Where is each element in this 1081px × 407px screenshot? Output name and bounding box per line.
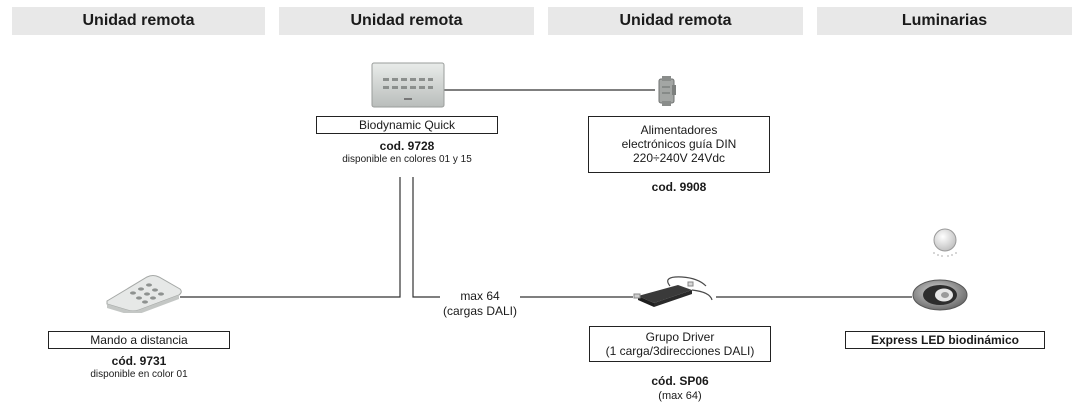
quick-note: disponible en colores 01 y 15 <box>342 154 472 165</box>
power-name-line-2: electrónicos guía DIN <box>621 137 737 151</box>
power-name-line-1: Alimentadores <box>640 123 718 137</box>
power-code: cod. 9908 <box>651 180 707 194</box>
biodynamic-quick-panel-icon <box>371 62 445 108</box>
remote-to-quick-line <box>180 177 401 298</box>
column-header-remote-unit-3: Unidad remota <box>548 7 803 35</box>
bus-label: max 64 (cargas DALI) <box>440 289 520 319</box>
quick-code: cod. 9728 <box>379 139 435 153</box>
driver-name-line-1: Grupo Driver <box>645 330 715 344</box>
remote-control-icon <box>106 275 182 313</box>
luminaire-name: Express LED biodinámico <box>870 333 1020 347</box>
bus-label-line-1: max 64 <box>460 289 500 303</box>
din-power-supply-icon <box>658 76 676 106</box>
driver-name-box: Grupo Driver (1 carga/3direcciones DALI) <box>589 326 771 362</box>
express-led-luminaire-icon <box>912 279 968 311</box>
bus-label-line-2: (cargas DALI) <box>442 304 518 318</box>
column-header-remote-unit-1: Unidad remota <box>12 7 265 35</box>
driver-name-line-2: (1 carga/3direcciones DALI) <box>605 344 755 358</box>
luminaire-sensor-icon <box>933 228 957 257</box>
driver-group-icon <box>633 276 713 307</box>
driver-code: cód. SP06 <box>651 374 709 388</box>
column-header-remote-unit-2: Unidad remota <box>279 7 534 35</box>
driver-note: (max 64) <box>658 390 702 402</box>
luminaire-name-box: Express LED biodinámico <box>845 331 1045 349</box>
power-name-line-3: 220÷240V 24Vdc <box>633 151 725 165</box>
quick-to-bus-line <box>412 177 450 298</box>
column-header-luminaires: Luminarias <box>817 7 1072 35</box>
remote-name: Mando a distancia <box>90 333 188 347</box>
power-name-box: Alimentadores electrónicos guía DIN 220÷… <box>588 116 770 173</box>
remote-name-box: Mando a distancia <box>48 331 230 349</box>
remote-note: disponible en color 01 <box>90 369 188 380</box>
quick-name: Biodynamic Quick <box>358 118 456 132</box>
remote-code: cód. 9731 <box>111 354 167 368</box>
quick-name-box: Biodynamic Quick <box>316 116 498 134</box>
